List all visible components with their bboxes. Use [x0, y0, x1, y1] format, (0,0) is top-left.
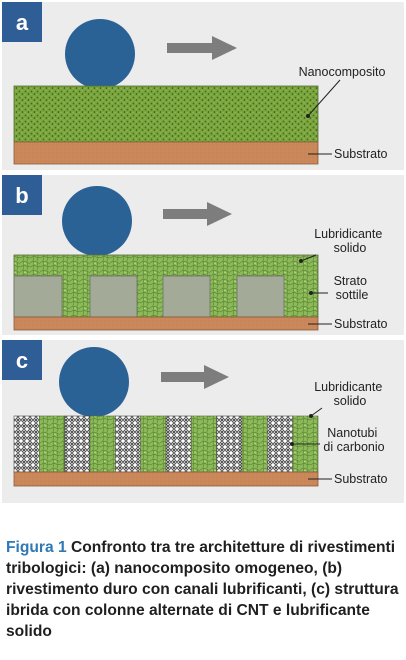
panel-c-lubricant-column [241, 415, 268, 473]
panel-c-leader-dot-lubricant [309, 414, 313, 418]
panel-b-direction-arrow-icon [163, 202, 232, 226]
panel-a-nanocomposite-layer [13, 85, 319, 143]
panel-b-label-badge: b [2, 175, 42, 215]
panel-c-substrate [13, 471, 319, 487]
panel-b-label: b [15, 183, 28, 208]
figure-caption: Figura 1 Confronto tra tre architetture … [6, 537, 401, 642]
panel-a-substrate [13, 141, 319, 165]
panel-c-annotation-substrate: Substrato [334, 472, 388, 486]
panel-b-leader-dot-thin-layer [309, 291, 313, 295]
panel-b-substrate [13, 316, 319, 331]
panel-c-annotation-cnt: Nanotubi di carbonio [323, 426, 384, 454]
panel-c-lubricant-column [89, 415, 116, 473]
panel-b-leader-line-lubricant [300, 254, 317, 262]
panel-c-leader-dot-cnt [290, 442, 294, 446]
panel-c-cnt-column [115, 415, 141, 473]
panel-a: a Nanocomposito Substrato [2, 2, 404, 170]
panel-b-annotation-lubricant: Lubridicante solido [314, 227, 386, 255]
panel-b-leader-dot-lubricant [299, 259, 303, 263]
coating-architectures-diagram: a Nanocomposito Substrato b L [2, 2, 404, 503]
panel-a-label: a [16, 10, 29, 35]
panel-a-leader-line-nanocomposite [307, 79, 341, 117]
panel-c-direction-arrow-icon [161, 365, 229, 389]
panel-c: c Lubridicante solido Nanotubi di carbon… [2, 340, 404, 503]
panel-c-label: c [16, 348, 28, 373]
panel-c-lubricant-column [39, 415, 65, 473]
panel-a-label-badge: a [2, 2, 42, 42]
panel-b-thin-layer-block [162, 275, 211, 318]
panel-c-cnt-column [165, 415, 192, 473]
panel-b-annotation-substrate: Substrato [334, 317, 388, 331]
panel-a-leader-dot-nanocomposite [306, 114, 310, 118]
caption-text: Confronto tra tre architetture di rivest… [6, 539, 399, 640]
panel-b-ball [62, 186, 132, 256]
figure-number: Figura 1 [6, 539, 67, 556]
panel-c-ball [59, 347, 129, 417]
panel-a-ball [65, 19, 135, 89]
panel-b-thin-layer-block [236, 275, 285, 318]
panel-a-annotation-nanocomposite: Nanocomposito [299, 65, 386, 79]
panel-c-cnt-column [216, 415, 243, 473]
panel-c-cnt-column [267, 415, 293, 473]
panel-c-leader-line-lubricant [310, 407, 323, 417]
panel-a-direction-arrow-icon [167, 36, 237, 60]
panel-c-columns [13, 415, 319, 473]
panel-b-annotation-thin-layer: Strato sottile [334, 274, 371, 302]
panel-a-annotation-substrate: Substrato [334, 147, 388, 161]
panel-c-cnt-column [64, 415, 91, 473]
panel-c-lubricant-column [191, 415, 217, 473]
panel-c-lubricant-column [140, 415, 167, 473]
panel-c-label-badge: c [2, 340, 42, 380]
panel-c-cnt-column [13, 415, 40, 473]
panel-b: b Lubridicante solido Strato sottile Sub… [2, 175, 404, 335]
panel-b-thin-layer-block [13, 275, 63, 318]
panel-b-thin-layer-block [89, 275, 138, 318]
panel-c-annotation-lubricant: Lubridicante solido [314, 380, 386, 408]
